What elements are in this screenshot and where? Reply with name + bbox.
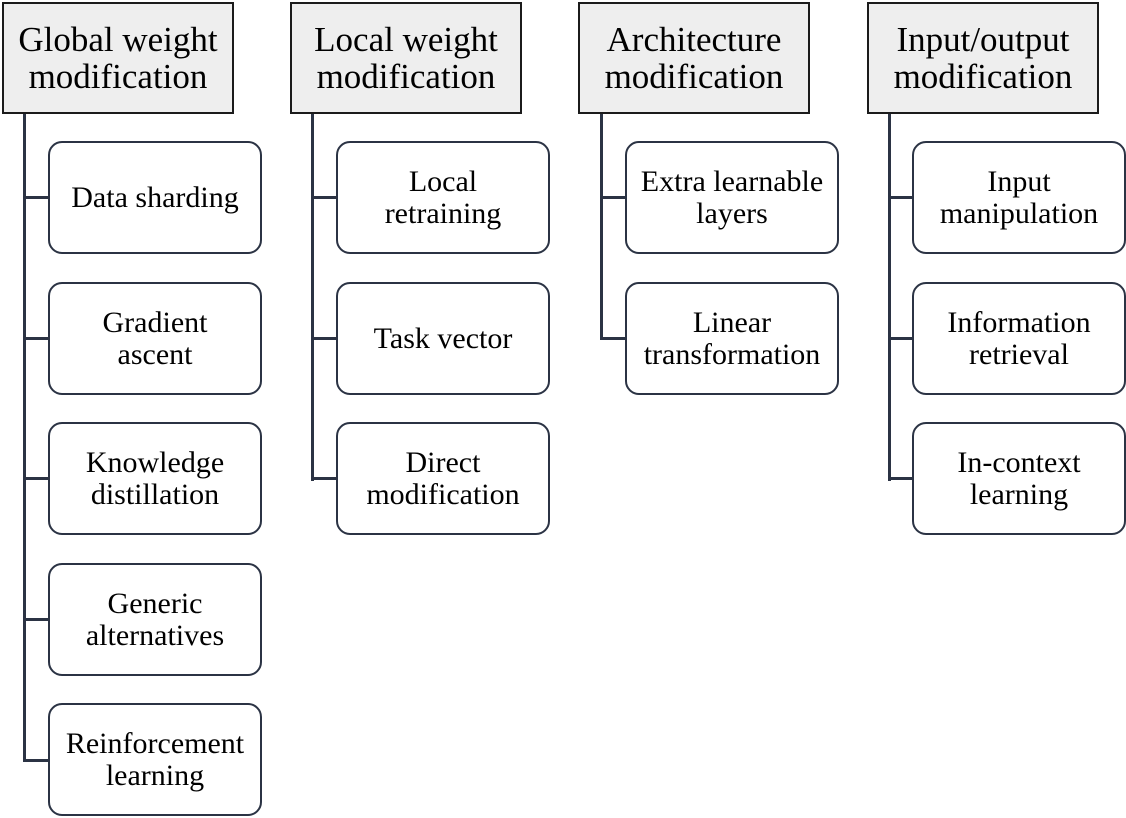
method-box-task-vector: Task vector — [336, 282, 550, 395]
category-header-local-weight: Local weight modification — [290, 2, 522, 114]
method-box-data-sharding: Data sharding — [48, 141, 262, 254]
branch-line — [888, 337, 914, 340]
category-header-label: Input/output modification — [893, 20, 1073, 96]
method-label: Information retrieval — [947, 305, 1091, 371]
method-label: Knowledge distillation — [85, 445, 225, 511]
method-box-reinforcement-learning: Reinforcement learning — [48, 703, 262, 816]
category-header-global-weight: Global weight modification — [2, 2, 234, 114]
category-header-label: Local weight modification — [314, 20, 498, 96]
method-box-linear-transformation: Linear transformation — [625, 282, 839, 395]
method-box-direct-modification: Direct modification — [336, 422, 550, 535]
trunk-line — [888, 112, 891, 481]
method-label: Gradient ascent — [102, 305, 208, 371]
branch-line — [23, 477, 49, 480]
method-box-in-context-learning: In-context learning — [912, 422, 1126, 535]
method-label: In-context learning — [957, 445, 1081, 511]
branch-line — [23, 618, 49, 621]
method-label: Input manipulation — [939, 164, 1099, 230]
method-label: Task vector — [373, 321, 513, 355]
method-box-gradient-ascent: Gradient ascent — [48, 282, 262, 395]
method-label: Reinforcement learning — [65, 726, 245, 792]
branch-line — [311, 477, 337, 480]
category-header-architecture: Architecture modification — [578, 2, 810, 114]
method-box-extra-learnable-layers: Extra learnable layers — [625, 141, 839, 254]
branch-line — [888, 196, 914, 199]
method-label: Generic alternatives — [85, 586, 225, 652]
branch-line — [600, 337, 626, 340]
branch-line — [23, 337, 49, 340]
method-box-generic-alternatives: Generic alternatives — [48, 563, 262, 676]
branch-line — [23, 759, 49, 762]
category-header-label: Global weight modification — [18, 20, 218, 96]
trunk-line — [600, 112, 603, 340]
method-label: Extra learnable layers — [640, 164, 824, 230]
category-header-input-output: Input/output modification — [867, 2, 1099, 114]
category-header-label: Architecture modification — [604, 20, 784, 96]
branch-line — [311, 337, 337, 340]
method-box-input-manipulation: Input manipulation — [912, 141, 1126, 254]
method-box-knowledge-distillation: Knowledge distillation — [48, 422, 262, 535]
method-label: Linear transformation — [643, 305, 821, 371]
method-label: Data sharding — [71, 180, 239, 214]
branch-line — [888, 477, 914, 480]
branch-line — [23, 196, 49, 199]
trunk-line — [23, 112, 26, 762]
branch-line — [311, 196, 337, 199]
branch-line — [600, 196, 626, 199]
trunk-line — [311, 112, 314, 481]
method-box-local-retraining: Local retraining — [336, 141, 550, 254]
method-label: Direct modification — [366, 445, 520, 511]
method-label: Local retraining — [384, 164, 502, 230]
method-box-information-retrieval: Information retrieval — [912, 282, 1126, 395]
